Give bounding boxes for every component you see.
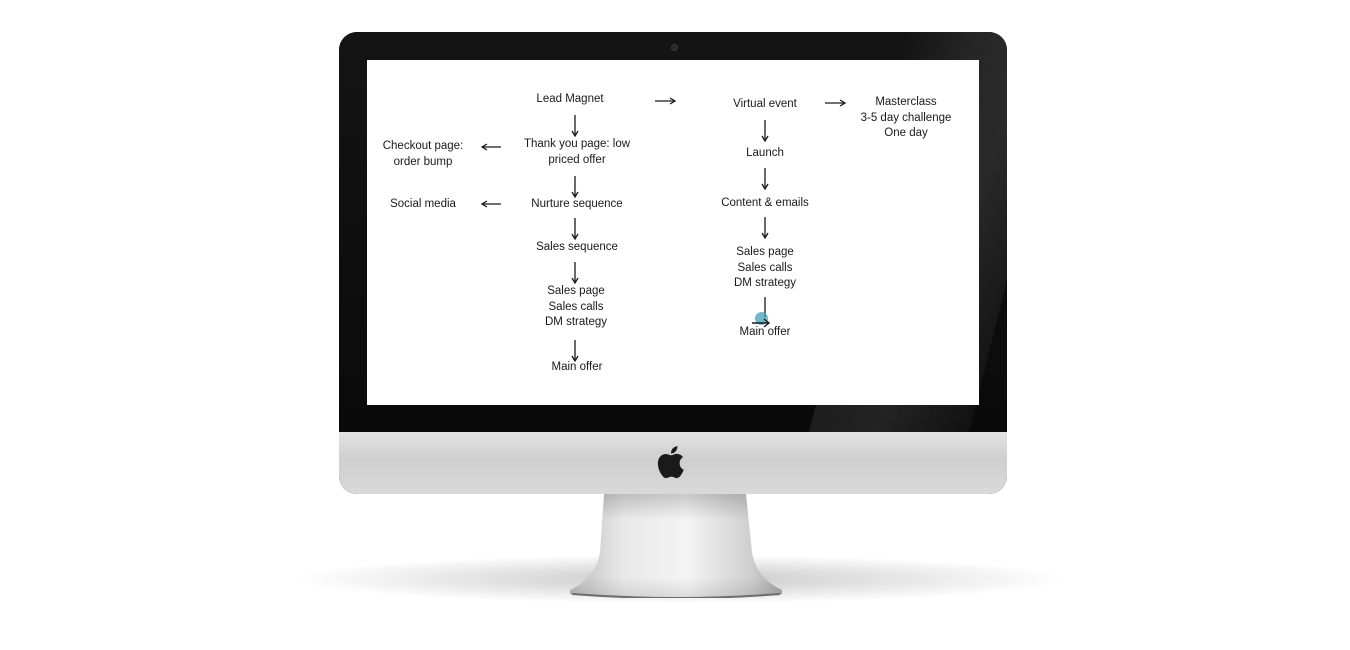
node-main-offer-left: Main offer — [552, 360, 603, 376]
monitor-stand — [570, 494, 782, 598]
one-day-label: One day — [861, 126, 952, 142]
arrow-icon — [482, 144, 501, 150]
checkout-line-2: order bump — [383, 155, 464, 171]
node-content-emails: Content & emails — [721, 196, 809, 212]
dm-strategy-label: DM strategy — [734, 276, 796, 292]
arrow-icon — [572, 218, 578, 239]
node-lead-magnet: Lead Magnet — [536, 92, 603, 108]
node-checkout-page: Checkout page: order bump — [383, 139, 464, 170]
checkout-line-1: Checkout page: — [383, 139, 464, 155]
node-sales-assets-left: Sales page Sales calls DM strategy — [545, 284, 607, 331]
dm-strategy-label: DM strategy — [545, 315, 607, 331]
arrow-icon — [762, 217, 768, 238]
arrow-icon — [655, 98, 675, 104]
node-virtual-event: Virtual event — [733, 97, 797, 113]
node-launch: Launch — [746, 146, 784, 162]
node-sales-sequence: Sales sequence — [536, 240, 618, 256]
node-nurture-sequence: Nurture sequence — [531, 197, 622, 213]
sales-page-label: Sales page — [734, 245, 796, 261]
cursor-arrow-icon — [751, 316, 773, 330]
arrow-icon — [572, 340, 578, 361]
node-social-media: Social media — [390, 197, 456, 213]
sales-calls-label: Sales calls — [545, 300, 607, 316]
arrow-icon — [572, 262, 578, 283]
thank-you-line-1: Thank you page: low — [524, 137, 630, 153]
monitor-chin — [339, 432, 1007, 494]
masterclass-label: Masterclass — [861, 95, 952, 111]
arrow-icon — [762, 120, 768, 141]
arrow-icon — [762, 168, 768, 189]
arrow-icon — [482, 201, 501, 207]
camera-icon — [671, 44, 678, 51]
thank-you-line-2: priced offer — [524, 153, 630, 169]
arrow-icon — [572, 115, 578, 136]
sales-calls-label: Sales calls — [734, 261, 796, 277]
node-event-options: Masterclass 3-5 day challenge One day — [861, 95, 952, 142]
arrow-icon — [825, 100, 845, 106]
node-thank-you-page: Thank you page: low priced offer — [524, 137, 630, 168]
sales-page-label: Sales page — [545, 284, 607, 300]
node-sales-assets-right: Sales page Sales calls DM strategy — [734, 245, 796, 292]
challenge-label: 3-5 day challenge — [861, 111, 952, 127]
arrow-icon — [572, 176, 578, 197]
screen-funnel-diagram: Lead Magnet Thank you page: low priced o… — [367, 60, 979, 405]
apple-logo-icon — [657, 444, 689, 480]
